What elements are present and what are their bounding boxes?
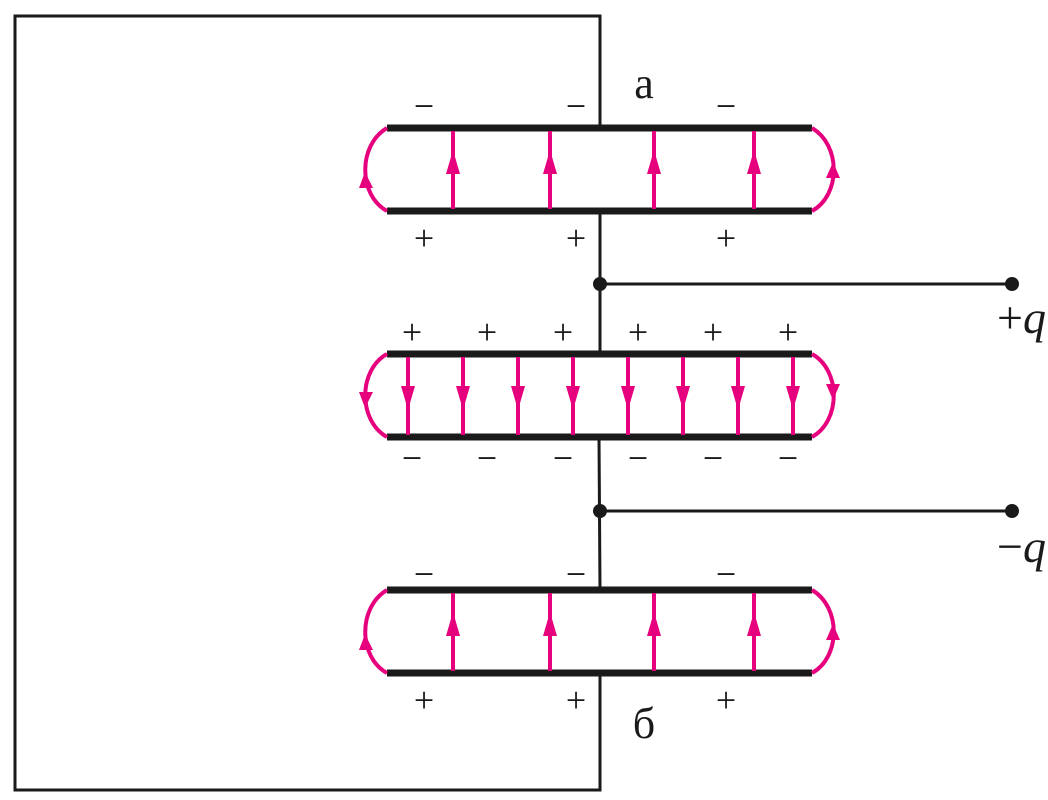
cap1-fringe-left	[363, 126, 389, 213]
cap2-bottom-charge: −	[553, 438, 573, 478]
cap3-bottom-charge: +	[414, 680, 434, 720]
cap1-arrow-up-icon	[543, 150, 557, 174]
cap1-top-charge: −	[566, 86, 586, 126]
cap3-arrow-up-icon	[647, 612, 661, 636]
cap2-top-charge: +	[628, 312, 648, 352]
cap2-top-charge: +	[778, 312, 798, 352]
outer-loop-wire	[13, 14, 602, 792]
cap3-top-charge: −	[566, 554, 586, 594]
junction-dot-upper	[593, 277, 607, 291]
cap3-arrow-up-icon	[543, 612, 557, 636]
cap2-fringe-left-arrow-icon	[359, 392, 373, 408]
cap2-top-charge: +	[553, 312, 573, 352]
cap3-top-charge: −	[414, 554, 434, 594]
terminal-label-positive: +q	[997, 292, 1046, 343]
cap1-fringe-right-arrow-icon	[826, 162, 840, 178]
cap1-field	[363, 126, 836, 213]
cap2-bottom-charge: −	[628, 438, 648, 478]
arrowheads	[359, 150, 840, 650]
cap2-top-charge: +	[703, 312, 723, 352]
terminal-dot-positive	[1005, 277, 1019, 291]
terminal-dot-negative	[1005, 504, 1019, 518]
cap1-arrow-up-icon	[747, 150, 761, 174]
cap1-top-charge: −	[716, 86, 736, 126]
wiring	[13, 14, 1012, 792]
cap1-bottom-charge: +	[414, 218, 434, 258]
cap3-top-charge: −	[716, 554, 736, 594]
cap1-arrow-up-icon	[446, 150, 460, 174]
cap2-bottom-charge: −	[703, 438, 723, 478]
junction-dot-lower	[593, 504, 607, 518]
cap3-fringe-left	[363, 588, 389, 675]
cap1-arrow-up-icon	[647, 150, 661, 174]
cap2-arrow-down-icon	[511, 386, 525, 410]
cap2-arrow-down-icon	[566, 386, 580, 410]
cap1-fringe-left-arrow-icon	[359, 172, 373, 188]
cap2-fringe-right-arrow-icon	[826, 384, 840, 400]
terminal-negative-sign: −	[997, 521, 1023, 572]
node-label-a: а	[634, 59, 654, 108]
plates	[387, 124, 812, 677]
cap1-top-charge: −	[414, 86, 434, 126]
terminal-positive-sign: +	[997, 292, 1023, 343]
cap2-top-charge: +	[402, 312, 422, 352]
cap2-top-charge: +	[477, 312, 497, 352]
cap1-bottom-charge: +	[566, 218, 586, 258]
cap3-bottom-charge: +	[716, 680, 736, 720]
terminal-negative-var: q	[1023, 521, 1046, 572]
cap3-bottom-charge: +	[566, 680, 586, 720]
cap1-bottom-charge: +	[716, 218, 736, 258]
cap2-arrow-down-icon	[621, 386, 635, 410]
cap2-bottom-charge: −	[402, 438, 422, 478]
cap2-bottom-charge: −	[477, 438, 497, 478]
terminal-label-negative: −q	[997, 521, 1046, 572]
nodes	[593, 277, 1019, 518]
cap2-bottom-charge: −	[778, 438, 798, 478]
cap2-arrow-down-icon	[401, 386, 415, 410]
node-label-b: б	[633, 699, 655, 748]
cap3-field	[363, 588, 836, 675]
terminal-positive-var: q	[1023, 292, 1046, 343]
cap2-arrow-down-icon	[731, 386, 745, 410]
cap3-arrow-up-icon	[446, 612, 460, 636]
charge-signs: − − − + + + + + + + + + − − − − − − − − …	[402, 86, 798, 720]
cap2-field	[363, 352, 836, 439]
cap2-fringe-right	[810, 352, 836, 439]
cap2-arrow-down-icon	[676, 386, 690, 410]
cap3-arrow-up-icon	[747, 612, 761, 636]
cap2-arrow-down-icon	[786, 386, 800, 410]
cap3-fringe-right-arrow-icon	[826, 624, 840, 640]
cap2-arrow-down-icon	[456, 386, 470, 410]
cap3-fringe-left-arrow-icon	[359, 634, 373, 650]
